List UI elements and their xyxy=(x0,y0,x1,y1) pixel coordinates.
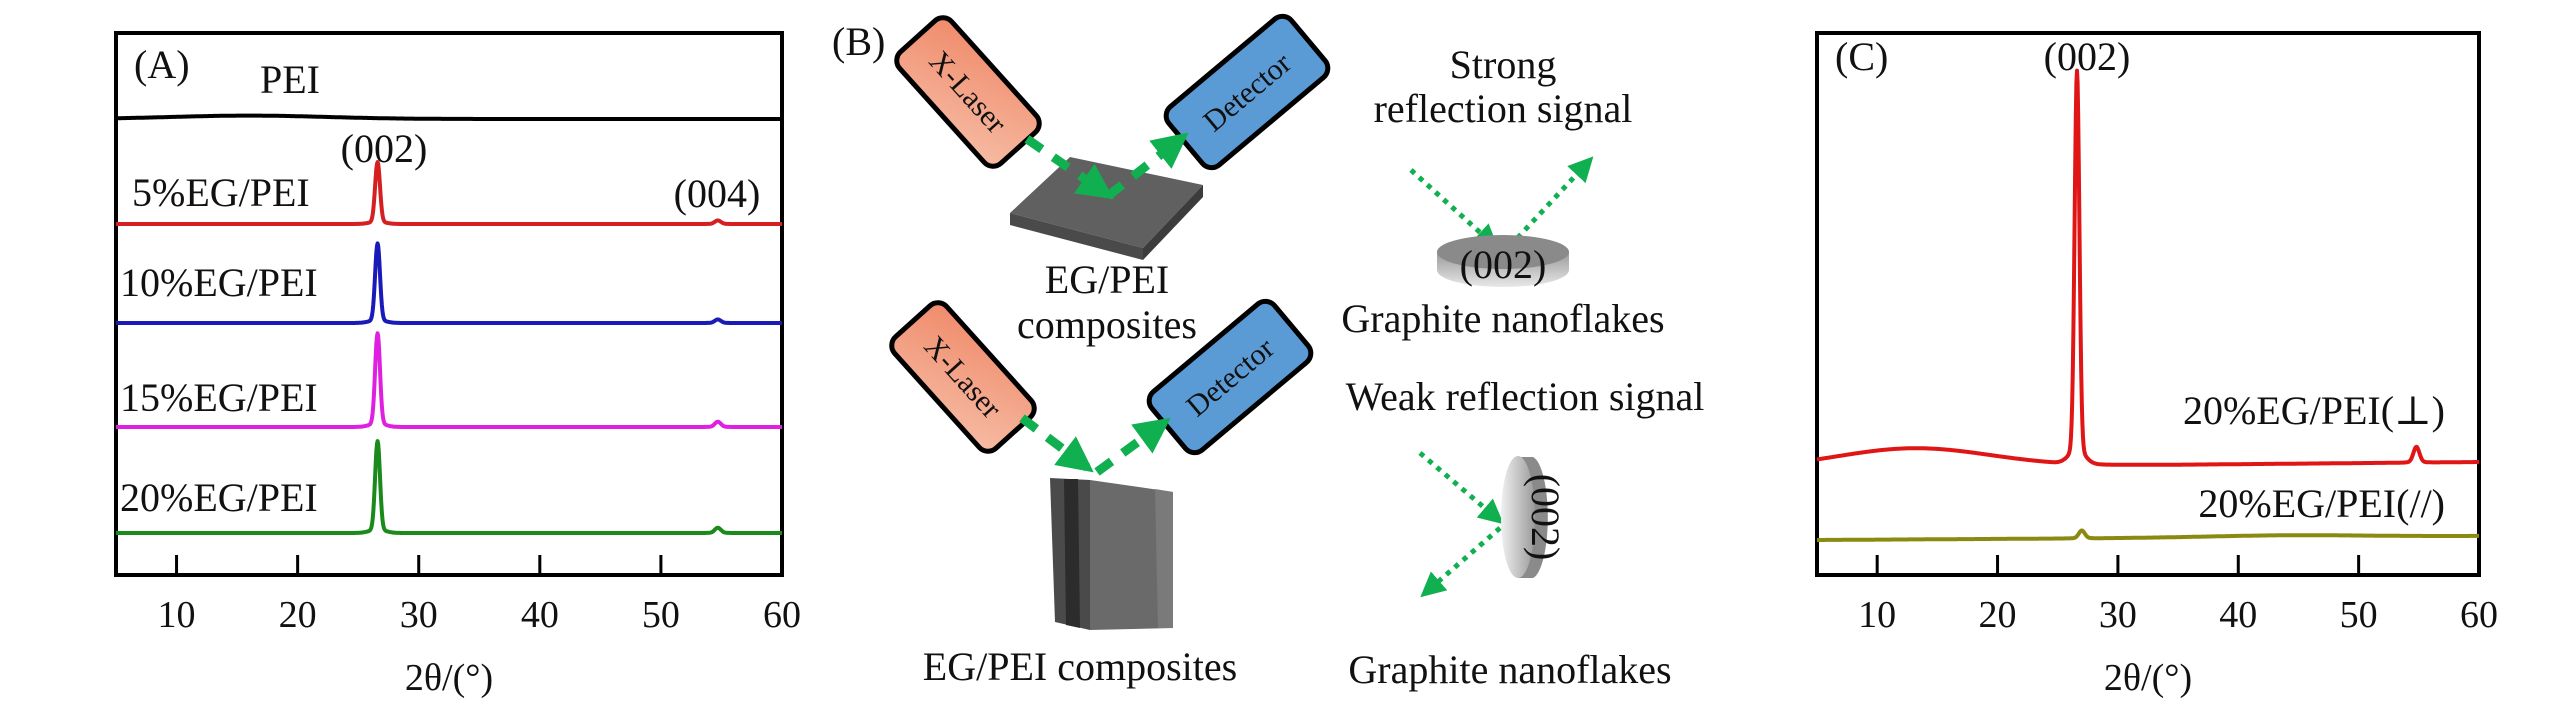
vertical-flake-plane-label: (002) xyxy=(1523,474,1568,561)
series-line-10-eg-pei xyxy=(114,241,784,325)
weak-incident-ray xyxy=(1418,451,1504,525)
x-tick-label: 20 xyxy=(279,594,317,636)
top-reflected-beam xyxy=(1105,132,1189,200)
top-sample-label-line2: composites xyxy=(1017,302,1197,347)
strong-incident-ray xyxy=(1409,168,1499,250)
horizontal-graphite-nanoflake: (002) xyxy=(1437,235,1569,287)
series-label: 5%EG/PEI xyxy=(132,170,310,215)
panel-c-label: (C) xyxy=(1835,34,1888,79)
series-label: 20%EG/PEI xyxy=(120,475,318,520)
bottom-reflected-beam xyxy=(1094,417,1171,476)
bottom-vertical-composite-sample xyxy=(1050,478,1173,630)
x-tick-label: 10 xyxy=(1858,594,1896,636)
strong-signal-label-line2: reflection signal xyxy=(1374,86,1633,131)
series-label: 20%EG/PEI(//) xyxy=(2198,481,2445,526)
bottom-incident-beam xyxy=(1019,414,1094,473)
series-line-20-eg-pei- xyxy=(1815,68,2481,467)
vertical-graphite-nanoflake: (002) xyxy=(1501,456,1568,578)
top-flat-composite-sample xyxy=(1010,157,1203,260)
top-sample-label-line1: EG/PEI xyxy=(1045,257,1169,302)
bottom-flake-label: Graphite nanoflakes xyxy=(1348,647,1671,692)
top-detector: Detector xyxy=(1163,13,1331,171)
panel-c-x-axis-title: 2θ/(°) xyxy=(2104,657,2192,699)
panel-a-frame xyxy=(114,31,784,577)
peak-annotation: (002) xyxy=(2044,34,2131,79)
panel-c-xrd-chart: (C) 20%EG/PEI(⊥) 20%EG/PEI(//) (002) 10 20 3… xyxy=(1815,31,2498,699)
top-xlaser-source: X-Laser xyxy=(894,15,1042,169)
weak-signal-label: Weak reflection signal xyxy=(1346,374,1705,419)
horizontal-flake-plane-label: (002) xyxy=(1460,242,1547,287)
series-line-5-eg-pei xyxy=(114,160,784,226)
bottom-sample-label: EG/PEI composites xyxy=(923,644,1237,689)
x-tick-label: 60 xyxy=(763,594,801,636)
strong-signal-label-line1: Strong xyxy=(1450,42,1557,87)
series-line-20-eg-pei- xyxy=(1815,528,2481,542)
series-label: 10%EG/PEI xyxy=(120,260,318,305)
series-line-15-eg-pei xyxy=(114,331,784,429)
series-line-pei xyxy=(114,113,784,121)
peak-annotation: (004) xyxy=(674,171,761,216)
panel-b-diagram: (B) X-Laser Detector EG/PEI composites S… xyxy=(832,13,1705,692)
x-tick-label: 40 xyxy=(2219,594,2257,636)
series-label: 20%EG/PEI(⊥) xyxy=(2183,388,2445,433)
series-label: 15%EG/PEI xyxy=(120,375,318,420)
top-incident-beam xyxy=(1024,135,1114,200)
panel-b-label: (B) xyxy=(832,19,885,64)
x-tick-label: 10 xyxy=(158,594,196,636)
panel-a-xrd-chart: (A) PEI 5%EG/PEI 10%EG/PEI 15%EG/PEI 20%EG/P… xyxy=(114,31,801,699)
x-tick-label: 40 xyxy=(521,594,559,636)
panel-a-x-axis-title: 2θ/(°) xyxy=(405,657,493,699)
strong-reflected-ray xyxy=(1508,156,1594,248)
top-flake-label: Graphite nanoflakes xyxy=(1341,296,1664,341)
peak-annotation: (002) xyxy=(341,126,428,171)
panel-a-label: (A) xyxy=(134,42,190,87)
panel-c-frame xyxy=(1815,31,2481,577)
x-tick-label: 30 xyxy=(2099,594,2137,636)
series-line-20-eg-pei xyxy=(114,439,784,535)
x-tick-label: 30 xyxy=(400,594,438,636)
x-tick-label: 50 xyxy=(642,594,680,636)
x-tick-label: 20 xyxy=(1979,594,2017,636)
series-label: PEI xyxy=(260,57,320,102)
weak-scattered-ray xyxy=(1420,526,1502,598)
x-tick-label: 50 xyxy=(2340,594,2378,636)
x-tick-label: 60 xyxy=(2460,594,2498,636)
